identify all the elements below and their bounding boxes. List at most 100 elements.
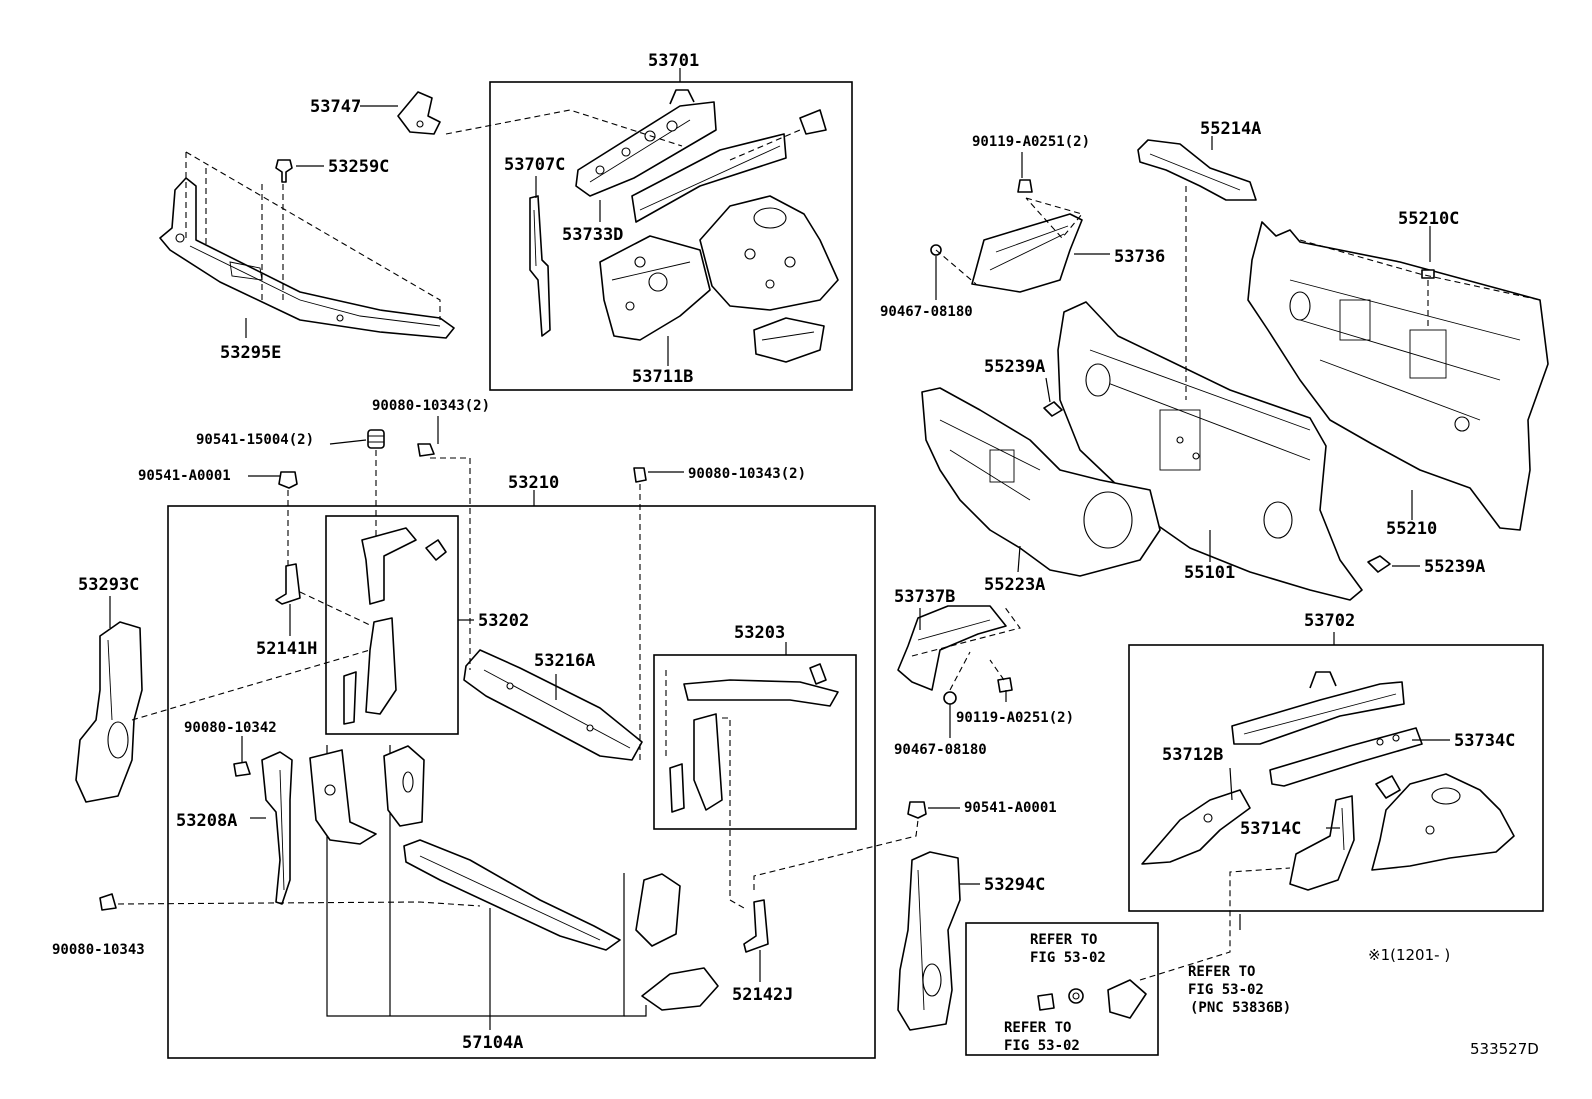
- label-53733D[interactable]: 53733D: [562, 225, 623, 245]
- part-53259C[interactable]: [275, 159, 293, 183]
- part-refer-nut[interactable]: [1068, 988, 1084, 1004]
- label-90541-A0001-left[interactable]: 90541-A0001: [138, 468, 231, 484]
- label-55239A-upper[interactable]: 55239A: [984, 357, 1045, 377]
- part-53202[interactable]: [343, 527, 447, 725]
- label-55214A[interactable]: 55214A: [1200, 119, 1261, 139]
- label-90467-08180-top[interactable]: 90467-08180: [880, 304, 973, 320]
- label-53210[interactable]: 53210: [508, 473, 559, 493]
- part-53702-member[interactable]: [1231, 671, 1405, 745]
- label-53216A[interactable]: 53216A: [534, 651, 595, 671]
- part-refer-bolt[interactable]: [1037, 993, 1055, 1011]
- dash-line: [1025, 197, 1083, 239]
- label-90080-10342[interactable]: 90080-10342: [184, 720, 277, 736]
- leader: [1017, 545, 1021, 573]
- leader: [1229, 767, 1233, 801]
- part-53203[interactable]: [669, 663, 839, 813]
- part-53701-apron-right[interactable]: [699, 195, 839, 363]
- part-55239A-lower[interactable]: [1367, 555, 1391, 573]
- label-52142J[interactable]: 52142J: [732, 985, 793, 1005]
- dash-line: [722, 717, 745, 909]
- dash-line: [445, 109, 683, 147]
- part-55210[interactable]: [1247, 221, 1549, 531]
- label-53737B[interactable]: 53737B: [894, 587, 955, 607]
- dash-line: [935, 249, 977, 285]
- part-53208A[interactable]: [261, 751, 293, 905]
- part-90080-10343-top-b[interactable]: [633, 467, 647, 483]
- part-90119-A0251-lower[interactable]: [997, 677, 1013, 693]
- label-90080-10343-2b[interactable]: 90080-10343(2): [688, 466, 806, 482]
- label-53259C[interactable]: 53259C: [328, 157, 389, 177]
- part-53836B[interactable]: [1107, 979, 1147, 1019]
- part-53293C[interactable]: [75, 621, 143, 803]
- part-53711B[interactable]: [599, 235, 711, 341]
- part-53210-side-left[interactable]: [309, 749, 377, 845]
- part-90541-A0001-left[interactable]: [278, 471, 298, 489]
- label-90541-A0001-right[interactable]: 90541-A0001: [964, 800, 1057, 816]
- label-52141H[interactable]: 52141H: [256, 639, 317, 659]
- leader: [329, 439, 367, 445]
- label-53712B[interactable]: 53712B: [1162, 745, 1223, 765]
- part-55101[interactable]: [1057, 301, 1363, 601]
- part-53707C[interactable]: [529, 195, 551, 337]
- figure-id: 533527D: [1470, 1040, 1539, 1058]
- refer-text-3a: REFER TO: [1188, 964, 1255, 980]
- part-90541-A0001-right[interactable]: [907, 801, 927, 819]
- dash-line: [1299, 239, 1541, 301]
- part-90080-10343-top-a[interactable]: [417, 443, 435, 457]
- part-57104A[interactable]: [403, 839, 719, 1011]
- part-53734C[interactable]: [1269, 727, 1423, 799]
- part-53714C[interactable]: [1289, 795, 1355, 891]
- label-53707C[interactable]: 53707C: [504, 155, 565, 175]
- label-90119-A0251-top[interactable]: 90119-A0251(2): [972, 134, 1090, 150]
- part-53737B[interactable]: [897, 605, 1007, 691]
- part-55210C[interactable]: [1421, 269, 1435, 279]
- part-90080-10343-left[interactable]: [99, 893, 117, 911]
- part-55239A-upper[interactable]: [1043, 401, 1063, 417]
- label-55223A[interactable]: 55223A: [984, 575, 1045, 595]
- label-53747[interactable]: 53747: [310, 97, 361, 117]
- part-90119-A0251-top[interactable]: [1017, 179, 1033, 193]
- label-53734C[interactable]: 53734C: [1454, 731, 1515, 751]
- label-90080-10343[interactable]: 90080-10343: [52, 942, 145, 958]
- part-90467-08180-lower[interactable]: [943, 691, 957, 705]
- label-90467-08180-lower[interactable]: 90467-08180: [894, 742, 987, 758]
- note-text: ※1(1201- ): [1368, 946, 1450, 964]
- label-53702[interactable]: 53702: [1304, 611, 1355, 631]
- label-55101[interactable]: 55101: [1184, 563, 1235, 583]
- dash-line: [729, 129, 801, 161]
- label-53294C[interactable]: 53294C: [984, 875, 1045, 895]
- leader: [1045, 377, 1051, 403]
- part-53702-apron-right[interactable]: [1371, 773, 1515, 871]
- part-53295E[interactable]: [159, 177, 455, 339]
- label-53203[interactable]: 53203: [734, 623, 785, 643]
- label-55239A-lower[interactable]: 55239A: [1424, 557, 1485, 577]
- part-53736[interactable]: [971, 213, 1083, 293]
- label-55210[interactable]: 55210: [1386, 519, 1437, 539]
- label-53701[interactable]: 53701: [648, 51, 699, 71]
- part-90080-10342[interactable]: [233, 761, 251, 777]
- label-90119-A0251-lower[interactable]: 90119-A0251(2): [956, 710, 1074, 726]
- part-52141H[interactable]: [275, 563, 301, 605]
- part-53216A[interactable]: [463, 649, 643, 761]
- part-53210-side-mid[interactable]: [383, 745, 425, 827]
- part-53733D[interactable]: [575, 89, 827, 223]
- label-53293C[interactable]: 53293C: [78, 575, 139, 595]
- part-53294C[interactable]: [897, 851, 961, 1031]
- label-53202[interactable]: 53202: [478, 611, 529, 631]
- label-53295E[interactable]: 53295E: [220, 343, 281, 363]
- label-55210C[interactable]: 55210C: [1398, 209, 1459, 229]
- part-90541-15004[interactable]: [367, 429, 385, 449]
- group-box-refer: [965, 922, 1159, 1056]
- label-90541-15004[interactable]: 90541-15004(2): [196, 432, 314, 448]
- label-53711B[interactable]: 53711B: [632, 367, 693, 387]
- part-55214A[interactable]: [1137, 139, 1257, 201]
- part-53712B[interactable]: [1141, 789, 1251, 865]
- label-53208A[interactable]: 53208A: [176, 811, 237, 831]
- label-53714C[interactable]: 53714C: [1240, 819, 1301, 839]
- label-57104A[interactable]: 57104A: [462, 1033, 523, 1053]
- part-52142J[interactable]: [743, 899, 769, 953]
- part-55223A[interactable]: [921, 387, 1161, 577]
- label-53736[interactable]: 53736: [1114, 247, 1165, 267]
- label-90080-10343-2a[interactable]: 90080-10343(2): [372, 398, 490, 414]
- part-53747[interactable]: [397, 91, 441, 135]
